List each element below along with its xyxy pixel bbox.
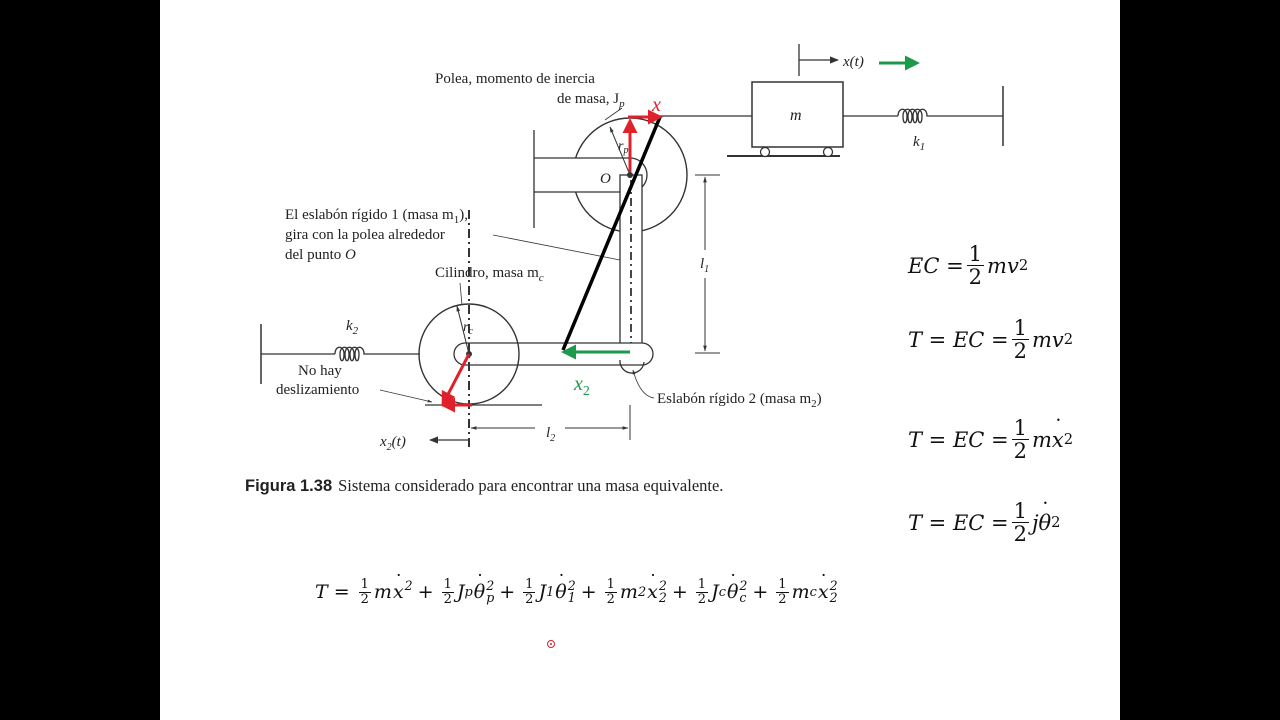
cursor-pointer <box>547 640 555 648</box>
eq4-rhs: jθ <box>1032 511 1051 535</box>
equation-t-ec-xdot: T = EC = 12 mx2 <box>908 417 1073 462</box>
rigid-link-2 <box>453 342 654 366</box>
total-kinetic-energy-equation: T = 12mx2 +12Jpθ2p+12J1θ21+12m2x22+12Jcθ… <box>315 578 838 606</box>
rp-label: rp <box>618 139 628 156</box>
spring-k1 <box>897 108 942 124</box>
mass-label: m <box>790 107 802 124</box>
mass-wheel-right <box>822 146 834 158</box>
figure-caption: Figura 1.38 Sistema considerado para enco… <box>245 476 723 496</box>
x-t-label: x(t) <box>842 54 864 70</box>
equation-t-ec-thetadot: T = EC = 12 jθ2 <box>908 500 1061 545</box>
pivot-O-label: O <box>600 171 611 187</box>
pulley-label: Polea, momento de inercia de masa, Jp <box>435 71 625 110</box>
energy-term: 12m2x22 <box>602 578 667 606</box>
leader-no-slip <box>379 389 433 403</box>
link1-label: El eslabón rígido 1 (masa m1), gira con … <box>285 207 472 263</box>
cylinder-label: Cilindro, masa mc <box>435 265 544 284</box>
mass-wheel-left <box>759 146 771 158</box>
link-2-end-cap <box>619 359 645 374</box>
plus-operator: + <box>499 581 516 604</box>
energy-term: 12Jcθ2c <box>693 578 747 606</box>
annotation-x: x <box>651 94 661 116</box>
plus-operator: + <box>752 581 769 604</box>
black-diagonal-line <box>561 116 662 351</box>
leader-cylinder <box>459 282 463 306</box>
leader-link1 <box>492 234 621 261</box>
l2-label: l2 <box>546 425 555 444</box>
l1-label: l1 <box>700 256 709 275</box>
figure-number: Figura 1.38 <box>245 477 333 495</box>
energy-term: 12mx2 <box>356 578 413 606</box>
no-slip-label: No hay deslizamiento <box>276 363 359 398</box>
mass-block <box>751 81 844 148</box>
energy-term: 12Jpθ2p <box>439 578 494 606</box>
x2-t-label: x2(t) <box>379 434 406 453</box>
slide: x(t) O rp rc k2 k1 m l1 l2 x2(t) <box>160 0 1120 720</box>
red-cylinder-arrow <box>441 353 471 407</box>
cylinder-radius <box>456 305 470 355</box>
rc-label: rc <box>463 320 473 337</box>
leader-link2 <box>632 369 655 399</box>
annotation-x2: x2 <box>573 373 590 399</box>
plus-operator: + <box>417 581 434 604</box>
k1-label: k1 <box>913 134 925 153</box>
eq3-rhs: mx <box>1032 428 1064 452</box>
energy-term: 12mcx22 <box>773 578 838 606</box>
plus-operator: + <box>580 581 597 604</box>
energy-term: 12J1θ21 <box>520 578 576 606</box>
pulley-radius <box>609 126 631 176</box>
leader-pulley <box>604 107 623 121</box>
spring-k2 <box>334 346 379 362</box>
mechanism-diagram: x(t) O rp rc k2 k1 m l1 l2 x2(t) <box>260 44 1004 453</box>
plus-operator: + <box>671 581 688 604</box>
link2-label: Eslabón rígido 2 (masa m2) <box>657 391 822 410</box>
figure-caption-text: Sistema considerado para encontrar una m… <box>338 476 724 495</box>
k2-label: k2 <box>346 318 359 337</box>
